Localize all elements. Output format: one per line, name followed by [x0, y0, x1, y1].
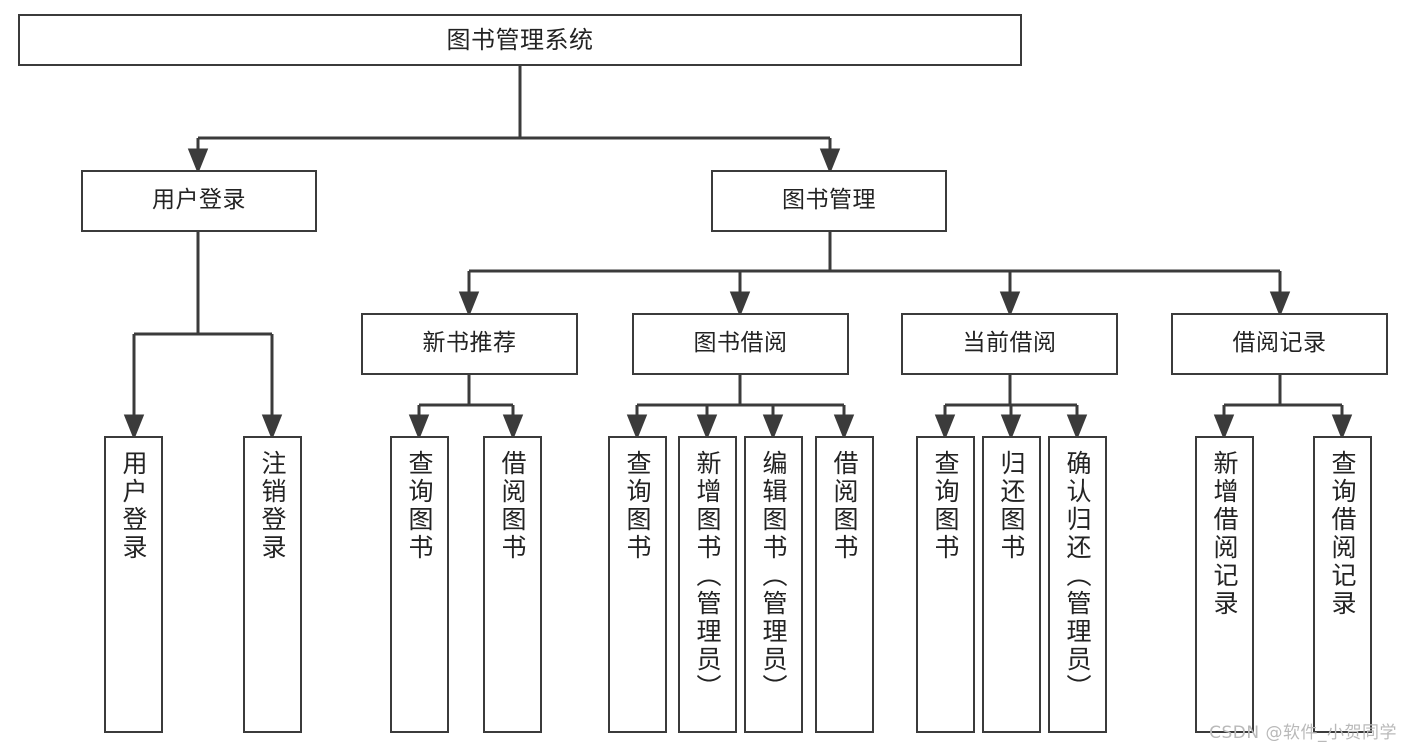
node-current-borrow[interactable]: 当前借阅	[901, 313, 1118, 375]
node-label: 注销登录	[258, 450, 287, 562]
node-label: 图书管理	[782, 187, 876, 214]
node-label: 借阅图书	[830, 450, 859, 562]
leaf-borrow-borrow-book[interactable]: 借阅图书	[815, 436, 874, 733]
node-label: 新书推荐	[422, 330, 517, 357]
leaf-current-return-book[interactable]: 归还图书	[982, 436, 1041, 733]
node-label: 查询借阅记录	[1328, 450, 1357, 618]
leaf-record-query-record[interactable]: 查询借阅记录	[1313, 436, 1372, 733]
node-label: 当前借阅	[962, 330, 1057, 357]
node-label: 新增借阅记录	[1210, 450, 1239, 618]
node-book-borrow[interactable]: 图书借阅	[632, 313, 849, 375]
node-new-book-recommend[interactable]: 新书推荐	[361, 313, 578, 375]
leaf-current-confirm-return-admin[interactable]: 确认归还（管理员）	[1048, 436, 1107, 733]
node-borrow-record[interactable]: 借阅记录	[1171, 313, 1388, 375]
watermark: CSDN @软件_小贺同学	[1209, 723, 1397, 743]
node-label: 编辑图书（管理员）	[759, 450, 788, 702]
node-book-management[interactable]: 图书管理	[711, 170, 947, 232]
node-label: 图书管理系统	[446, 25, 594, 54]
node-label: 用户登录	[119, 450, 148, 562]
node-root-system[interactable]: 图书管理系统	[18, 14, 1022, 66]
leaf-recommend-borrow-book[interactable]: 借阅图书	[483, 436, 542, 733]
node-label: 归还图书	[997, 450, 1026, 562]
node-label: 借阅记录	[1232, 330, 1327, 357]
leaf-borrow-edit-book-admin[interactable]: 编辑图书（管理员）	[744, 436, 803, 733]
leaf-user-login-logout[interactable]: 注销登录	[243, 436, 302, 733]
leaf-record-add-record[interactable]: 新增借阅记录	[1195, 436, 1254, 733]
node-label: 确认归还（管理员）	[1063, 450, 1092, 702]
node-label: 查询图书	[623, 450, 652, 562]
leaf-current-query-book[interactable]: 查询图书	[916, 436, 975, 733]
node-label: 借阅图书	[498, 450, 527, 562]
node-user-login[interactable]: 用户登录	[81, 170, 317, 232]
node-label: 用户登录	[152, 187, 246, 214]
leaf-user-login-login[interactable]: 用户登录	[104, 436, 163, 733]
leaf-borrow-query-book[interactable]: 查询图书	[608, 436, 667, 733]
leaf-borrow-add-book-admin[interactable]: 新增图书（管理员）	[678, 436, 737, 733]
node-label: 查询图书	[405, 450, 434, 562]
node-label: 新增图书（管理员）	[693, 450, 722, 702]
leaf-recommend-query-book[interactable]: 查询图书	[390, 436, 449, 733]
node-label: 图书借阅	[693, 330, 788, 357]
node-label: 查询图书	[931, 450, 960, 562]
